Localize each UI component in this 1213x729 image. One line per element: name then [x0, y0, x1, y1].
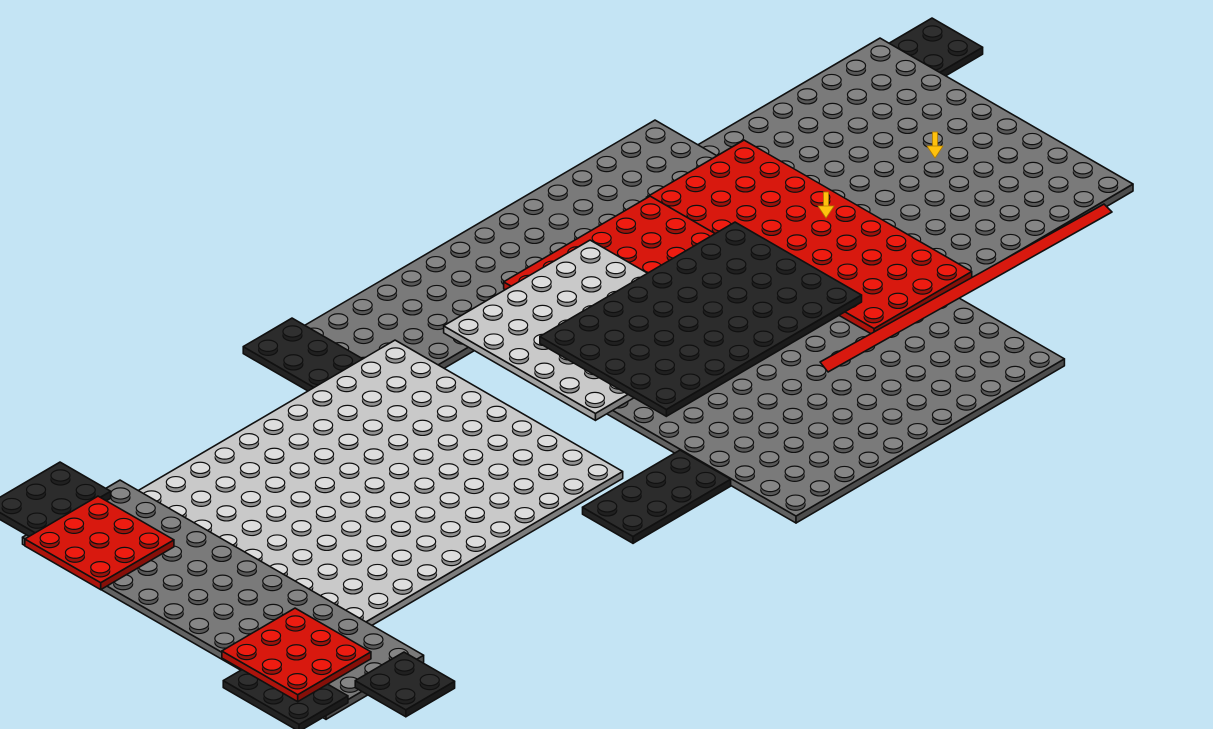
lego-build-diagram [0, 0, 1213, 729]
baseplate-assembly-illustration [0, 0, 1213, 729]
